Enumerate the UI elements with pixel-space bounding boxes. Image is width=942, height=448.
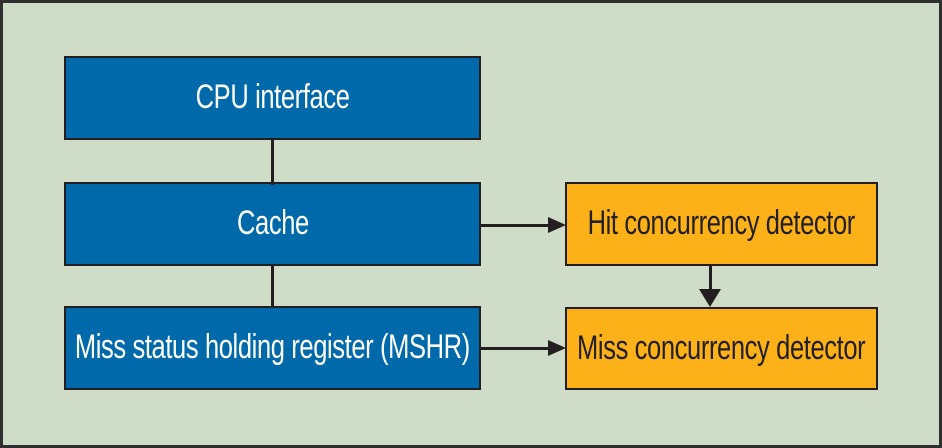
connector-cpu-to-cache: [271, 140, 274, 185]
arrowhead-right-icon: [548, 339, 566, 356]
node-hit-concurrency-detector: Hit concurrency detector: [565, 182, 878, 266]
node-cache-label: Cache: [236, 204, 309, 242]
connector-mshr-to-miss-detector: [481, 347, 549, 350]
node-mshr-label: Miss status holding register (MSHR): [75, 328, 470, 366]
arrowhead-right-icon: [548, 216, 566, 233]
connector-cache-to-hit-detector: [481, 224, 549, 227]
node-miss-concurrency-detector-label: Miss concurrency detector: [577, 328, 866, 367]
node-cpu-interface: CPU interface: [64, 56, 481, 140]
node-cache: Cache: [64, 182, 481, 266]
node-hit-concurrency-detector-label: Hit concurrency detector: [587, 204, 856, 242]
node-miss-concurrency-detector: Miss concurrency detector: [565, 307, 878, 390]
arrowhead-down-icon: [699, 289, 721, 307]
node-mshr: Miss status holding register (MSHR): [64, 306, 481, 390]
connector-cache-to-mshr: [271, 266, 274, 308]
node-cpu-interface-label: CPU interface: [195, 78, 350, 116]
connector-hit-to-miss-detector: [709, 266, 712, 291]
